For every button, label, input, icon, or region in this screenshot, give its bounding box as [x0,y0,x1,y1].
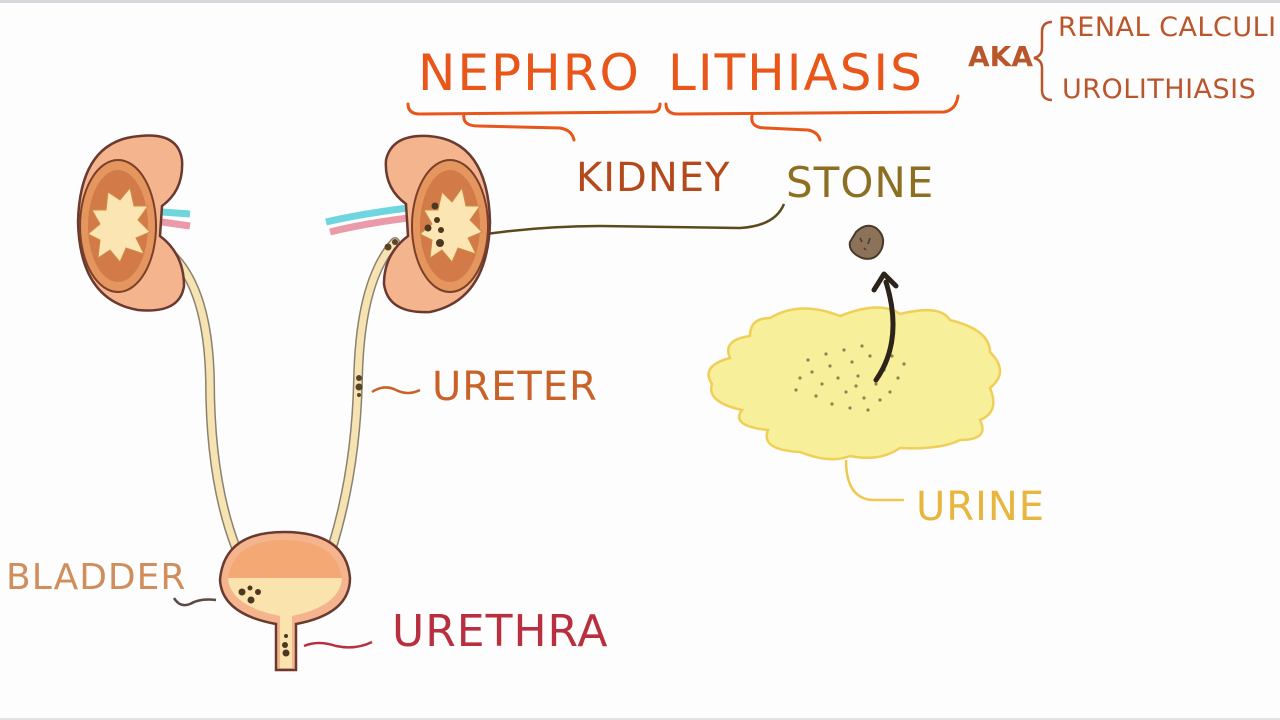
aka-label: AKA [968,40,1034,73]
top-edge-bar [0,0,1280,3]
ureter-label: URETER [432,364,598,410]
arrow-head-icon [871,271,899,293]
ureter-right [327,237,400,553]
urethra-label: URETHRA [392,606,609,657]
renal-vessels-left [161,208,191,230]
bladder-label: BLADDER [6,557,187,598]
synonym-renal-calculi: RENAL CALCULI [1058,12,1277,43]
stone-meaning-label: STONE [786,158,935,207]
urethra-pointer [303,640,373,649]
ureter-left [167,250,241,553]
renal-vessels-right [325,204,409,236]
stone-pointer-line [439,203,786,244]
kidney-left [76,134,186,312]
urine-label: URINE [916,484,1046,530]
title-prefix: NEPHRO [418,44,641,102]
title-underline-braces [406,94,960,142]
ureter-pointer [371,386,421,395]
bladder-pointer [172,597,217,607]
bladder [218,530,352,672]
synonym-brace [1033,20,1053,102]
sediment-dots [794,344,906,412]
stone-icon [848,224,885,260]
synonym-urolithiasis: UROLITHIASIS [1062,74,1257,105]
bottom-edge-bar [0,718,1280,720]
kidney-stones [424,202,444,247]
urine-pointer [844,459,904,502]
crystallization-arrow [873,279,896,383]
urine-puddle [707,306,1002,502]
kidney-meaning-label: KIDNEY [576,155,731,201]
kidney-right [382,134,492,314]
title-suffix: LITHIASIS [668,44,924,102]
